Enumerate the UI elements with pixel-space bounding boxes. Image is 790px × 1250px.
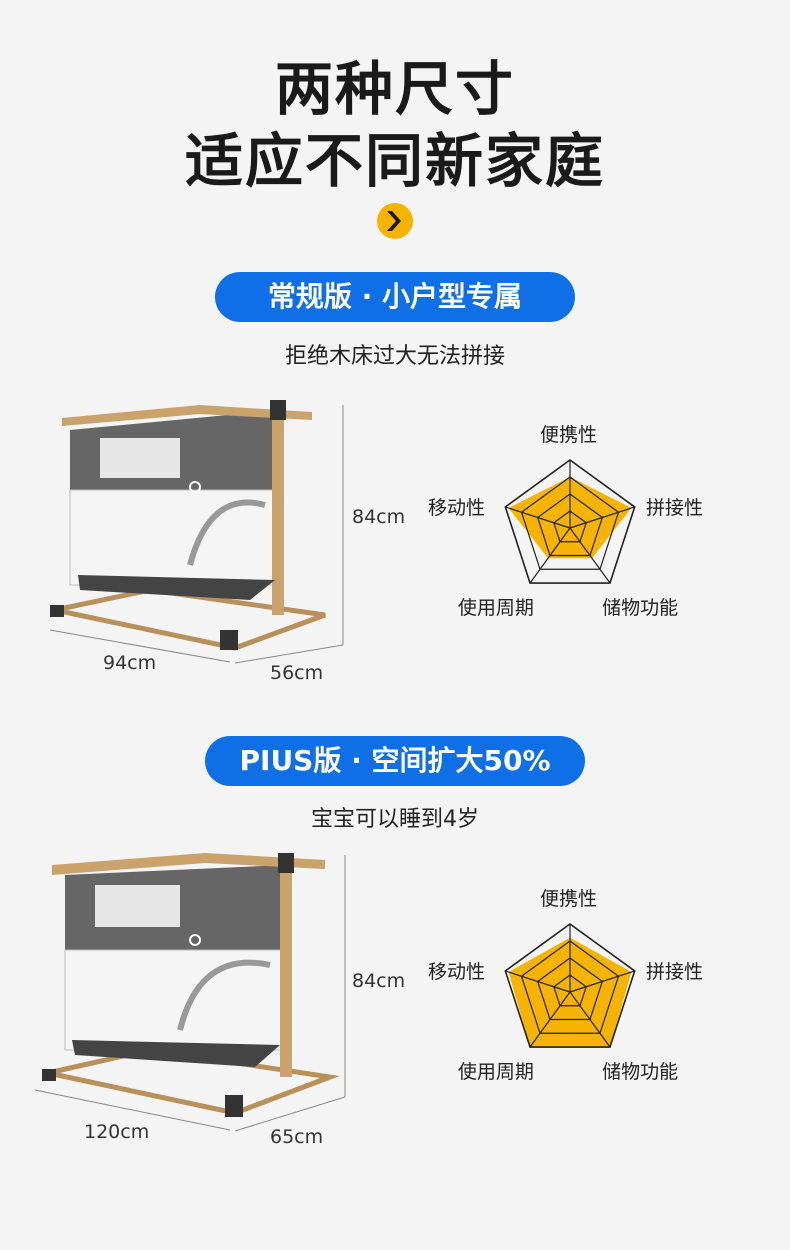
radar-axis-label: 移动性 [428, 496, 486, 519]
dimension-height-regular: 84cm [352, 506, 406, 528]
radar-spoke [505, 506, 571, 529]
crib-image-plus [34, 853, 346, 1132]
heading-line-2: 适应不同新家庭 [184, 127, 605, 195]
radar-spoke [569, 506, 635, 529]
heading-line-1: 两种尺寸 [274, 55, 515, 123]
radar-spoke [569, 991, 611, 1048]
radar-axis-label: 使用周期 [457, 1061, 534, 1084]
dimension-height-plus: 84cm [352, 970, 406, 992]
radar-svg [504, 923, 636, 1048]
radar-grid-ring [553, 510, 587, 543]
radar-axis-label: 储物功能 [602, 1061, 679, 1084]
radar-grid-ring [504, 459, 636, 584]
chevron-right-icon [377, 203, 413, 239]
radar-spoke [569, 527, 611, 584]
radar-axis-label: 使用周期 [457, 597, 534, 620]
radar-axis-label: 拼接性 [646, 496, 704, 519]
radar-grid-ring [504, 923, 636, 1048]
radar-spoke [529, 527, 571, 584]
version-badge-plus: PIUS版 · 空间扩大50% [205, 736, 585, 786]
dimension-length-regular: 94cm [103, 652, 157, 674]
dimension-length-plus: 120cm [84, 1121, 150, 1143]
radar-axis-label: 便携性 [540, 888, 598, 910]
radar-axis-label: 储物功能 [602, 597, 679, 620]
radar-grid-ring [536, 957, 604, 1021]
radar-grid-ring [553, 974, 587, 1007]
dimension-width-plus: 65cm [270, 1126, 324, 1148]
radar-grid-ring [520, 940, 620, 1034]
radar-svg [504, 459, 636, 584]
dimension-width-regular: 56cm [270, 662, 324, 684]
radar-axis-label: 便携性 [540, 424, 598, 446]
version-badge-regular: 常规版 · 小户型专属 [215, 272, 575, 322]
radar-grid-ring [536, 493, 604, 557]
radar-spoke [505, 970, 571, 993]
version-subtitle-regular: 拒绝木床过大无法拼接 [284, 344, 505, 369]
crib-image-regular [49, 400, 344, 664]
radar-axis-label: 移动性 [428, 960, 486, 983]
radar-spoke [569, 970, 635, 993]
radar-spoke [529, 991, 571, 1048]
radar-axis-label: 拼接性 [646, 960, 704, 983]
radar-grid-ring [520, 476, 620, 570]
version-subtitle-plus: 宝宝可以睡到4岁 [311, 807, 479, 832]
